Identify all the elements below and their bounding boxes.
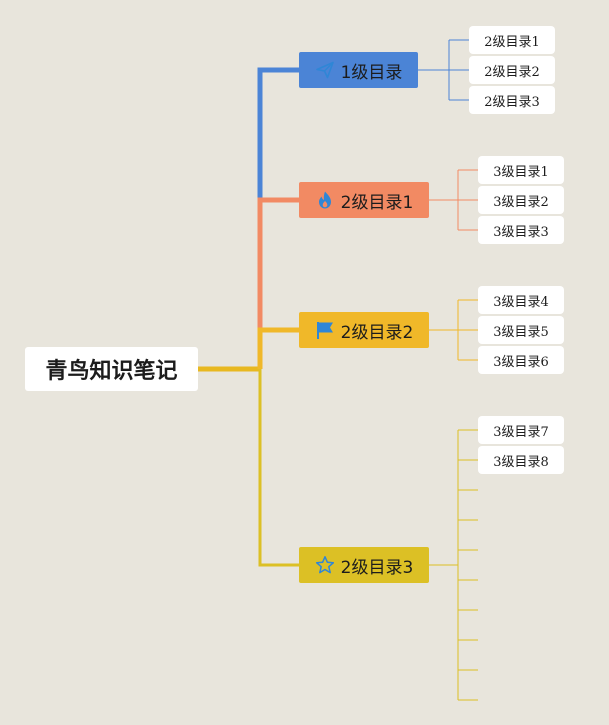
trunk-to-branch-2 xyxy=(257,197,299,369)
branch-3-leaf-connectors xyxy=(428,299,478,361)
branch-1-label: 1级目录 xyxy=(340,62,403,83)
trunk-to-branch-3 xyxy=(257,327,299,369)
leaf-3-2[interactable]: 3级目录5 xyxy=(478,316,564,344)
branch-3-label: 2级目录2 xyxy=(340,322,414,343)
leaf-1-2[interactable]: 2级目录2 xyxy=(469,56,555,84)
trunk-to-branch-4 xyxy=(258,369,299,567)
trunk-to-branch-1 xyxy=(257,67,299,369)
leaf-label: 3级目录8 xyxy=(493,454,549,470)
flame-icon xyxy=(315,190,335,210)
branch-node-1[interactable]: 1级目录 xyxy=(299,52,418,88)
leaf-label: 3级目录1 xyxy=(493,164,549,180)
leaf-label: 2级目录1 xyxy=(484,34,540,50)
leaf-label: 3级目录2 xyxy=(493,194,549,210)
branch-node-2[interactable]: 2级目录1 xyxy=(299,182,429,218)
leaf-label: 3级目录7 xyxy=(493,424,549,440)
leaf-2-2[interactable]: 3级目录2 xyxy=(478,186,564,214)
branch-2-leaf-connectors xyxy=(428,169,478,231)
leaf-1-1[interactable]: 2级目录1 xyxy=(469,26,555,54)
leaf-3-1[interactable]: 3级目录4 xyxy=(478,286,564,314)
branch-node-3[interactable]: 2级目录2 xyxy=(299,312,429,348)
branch-node-4[interactable]: 2级目录3 xyxy=(299,547,429,583)
leaf-1-3[interactable]: 2级目录3 xyxy=(469,86,555,114)
leaf-label: 3级目录4 xyxy=(493,294,549,310)
leaf-3-3[interactable]: 3级目录6 xyxy=(478,346,564,374)
leaf-label: 2级目录2 xyxy=(484,64,540,80)
leaf-label: 3级目录3 xyxy=(493,224,549,240)
branch-4-label: 2级目录3 xyxy=(340,557,414,578)
leaf-label: 2级目录3 xyxy=(484,94,540,110)
leaf-4-2[interactable]: 3级目录8 xyxy=(478,446,564,474)
flag-icon xyxy=(315,320,335,340)
leaf-label: 3级目录5 xyxy=(493,324,549,340)
leaf-2-3[interactable]: 3级目录3 xyxy=(478,216,564,244)
star-outline-icon xyxy=(315,555,335,575)
leaf-2-1[interactable]: 3级目录1 xyxy=(478,156,564,184)
root-label: 青鸟知识笔记 xyxy=(45,359,178,384)
root-node[interactable]: 青鸟知识笔记 xyxy=(25,347,198,391)
branch-4-leaf-connectors xyxy=(428,429,478,701)
leaf-4-1[interactable]: 3级目录7 xyxy=(478,416,564,444)
paper-plane-icon xyxy=(315,60,335,80)
leaf-label: 3级目录6 xyxy=(493,354,549,370)
branch-2-label: 2级目录1 xyxy=(340,192,414,213)
branch-1-leaf-connectors xyxy=(418,39,469,101)
